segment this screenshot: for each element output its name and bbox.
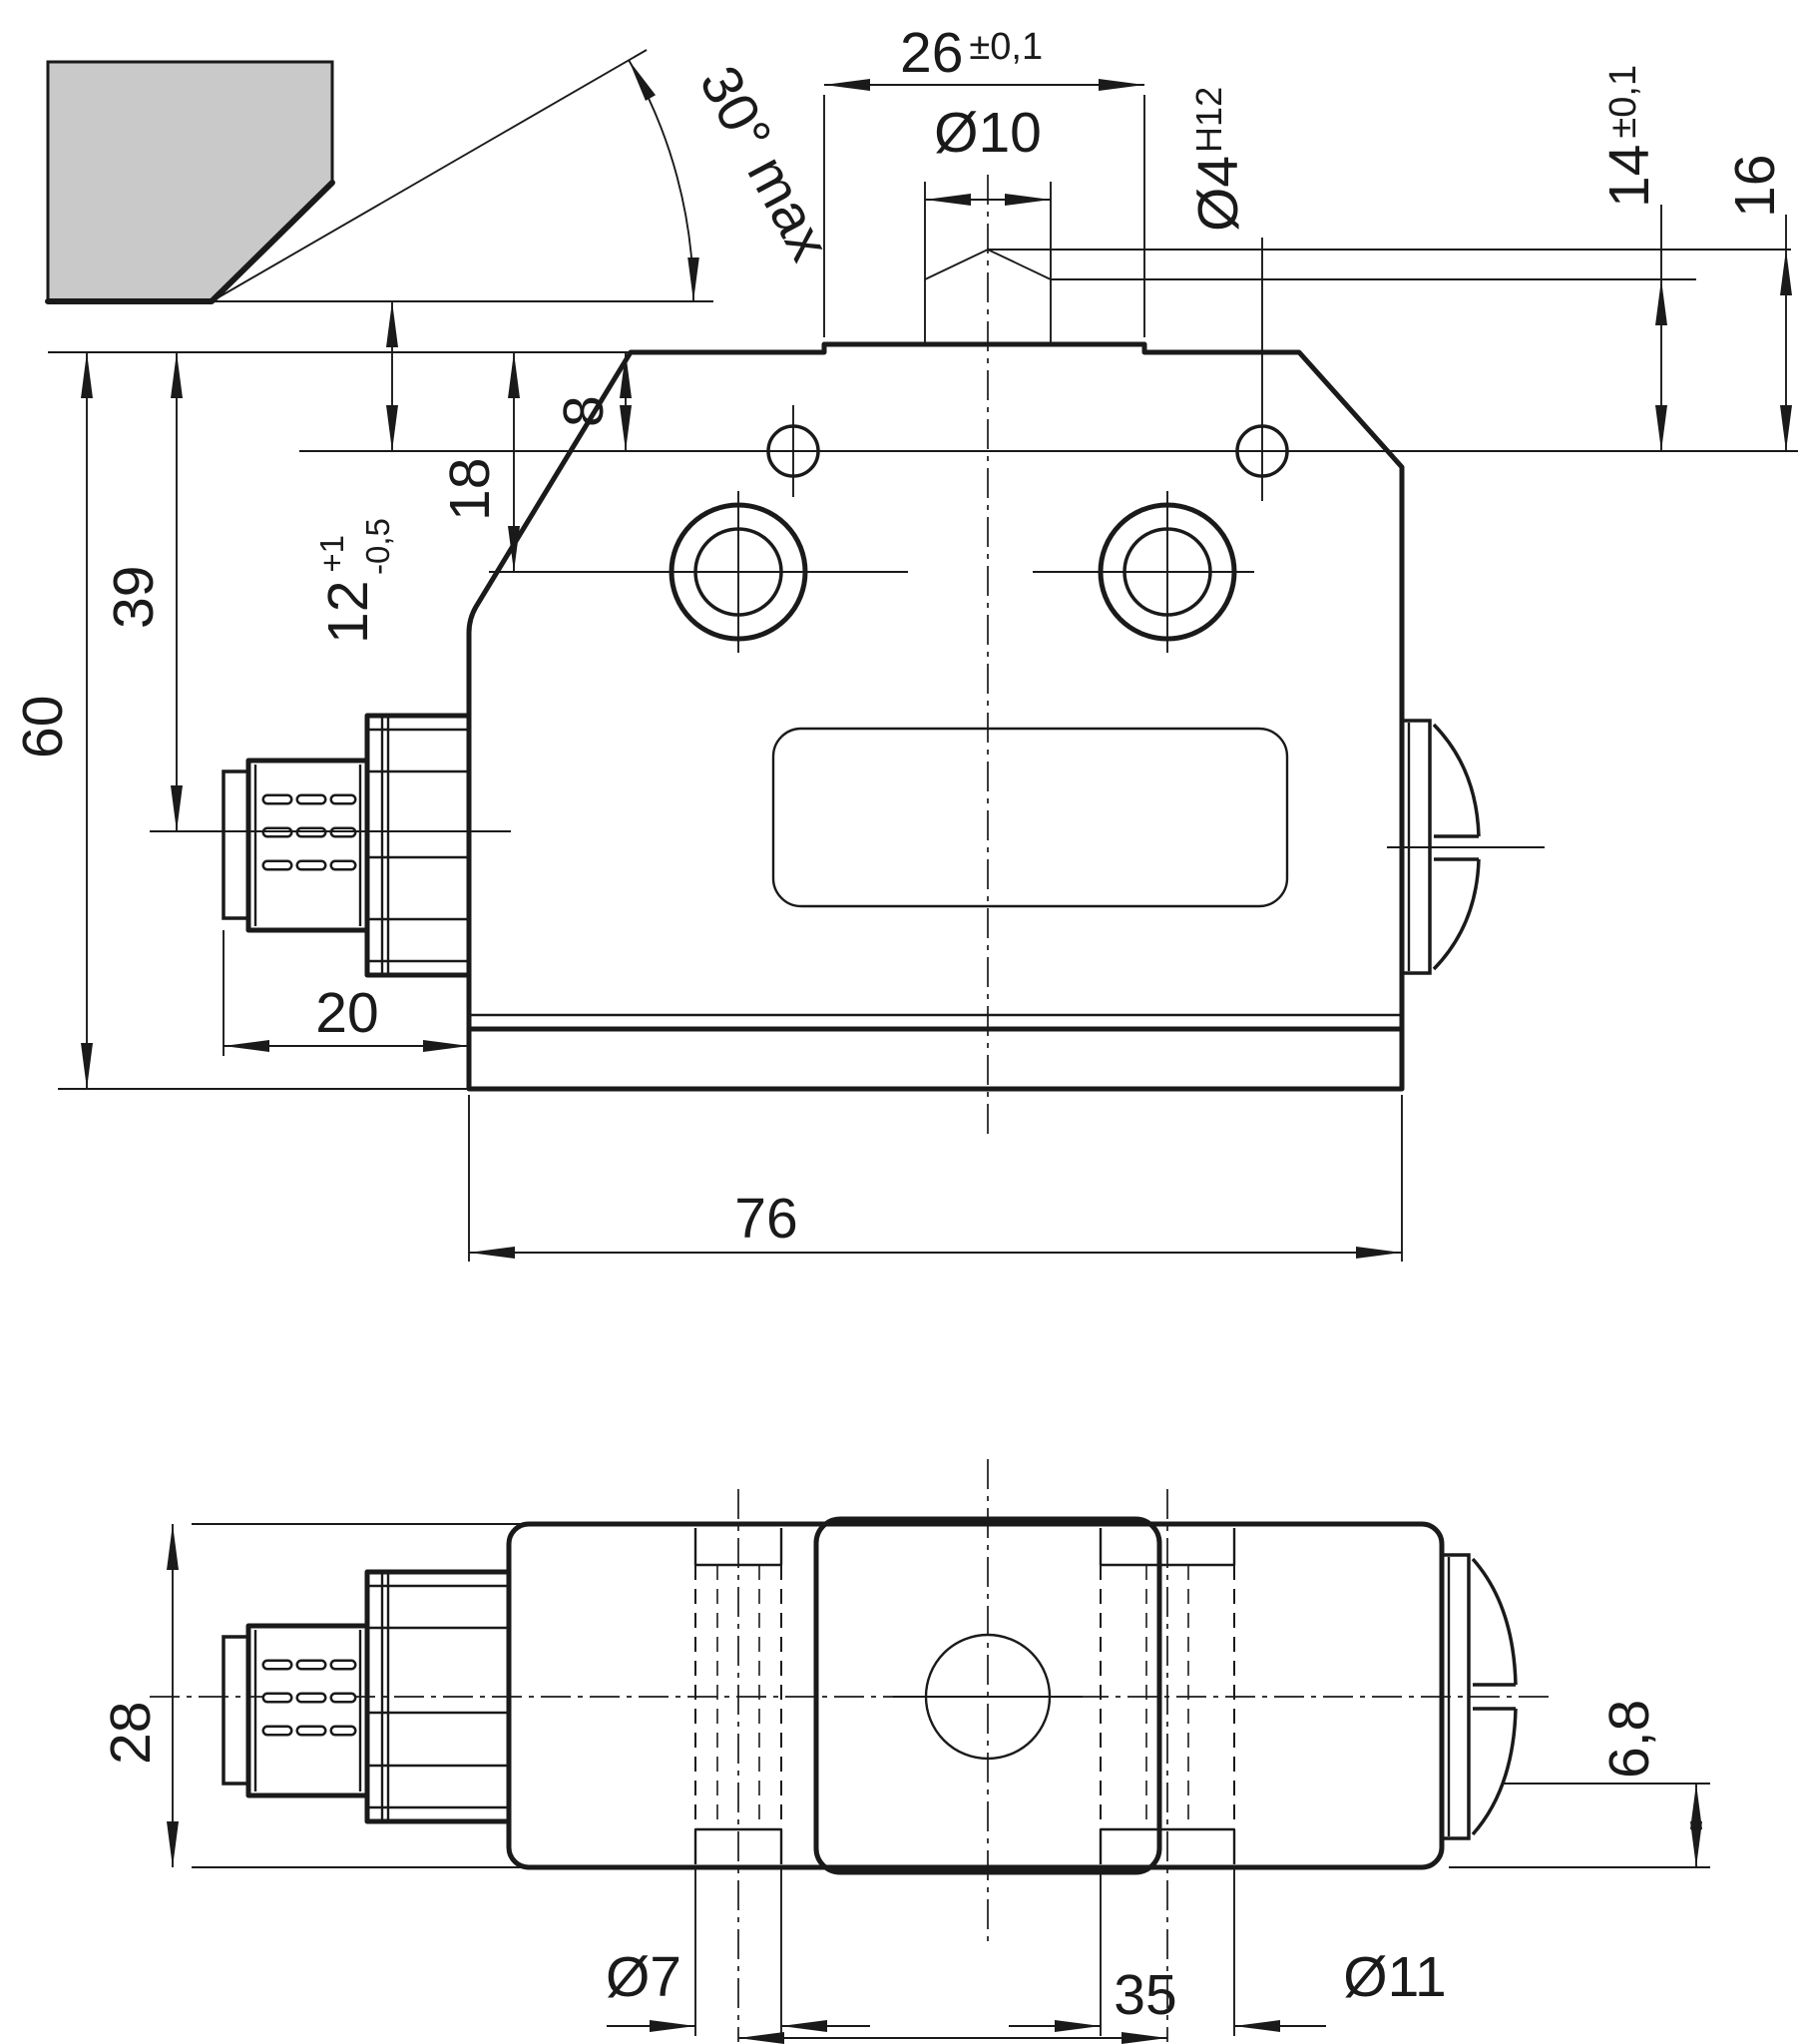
dim-d7: Ø7	[606, 1868, 870, 2036]
m12-connector	[150, 713, 511, 978]
dim-76: 76	[468, 1095, 1403, 1262]
dim-d10: Ø10	[925, 101, 1051, 206]
dim-12: 12+1-0,5	[313, 301, 398, 644]
dim-20: 20	[223, 930, 469, 1056]
dim-8: 8	[552, 352, 632, 451]
dim-d10-label: Ø10	[934, 101, 1042, 165]
side-screw-bottom	[1440, 1553, 1518, 1840]
dim-d11-label: Ø11	[1343, 1945, 1447, 2009]
dim-d4-label: Ø4H12	[1186, 87, 1250, 232]
dim-angle-label: 30° max	[687, 56, 842, 270]
bottom-body	[506, 1521, 1445, 1870]
plunger	[924, 175, 1791, 1138]
dim-8-label: 8	[552, 395, 616, 427]
connector-thread-knurl	[261, 793, 357, 871]
actuating-cam	[45, 60, 335, 304]
dim-26: 26±0,1	[823, 21, 1145, 337]
dim-18-label: 18	[438, 458, 502, 521]
dim-20-label: 20	[315, 981, 378, 1045]
mounting-holes	[489, 238, 1289, 653]
label-plate	[771, 727, 1289, 908]
side-screw	[1387, 719, 1545, 975]
dim-39-label: 39	[102, 566, 166, 629]
front-view: 30° max	[11, 21, 1798, 1262]
dim-16-label: 16	[1723, 155, 1787, 218]
dim-26-label: 26±0,1	[900, 21, 1043, 85]
dim-16: 16	[1723, 155, 1792, 451]
dim-14: 14±0,1	[1597, 65, 1667, 451]
hidden-hole-d11	[1099, 1489, 1236, 2042]
dim-28: 28	[99, 1523, 527, 1868]
dim-39: 39	[102, 352, 183, 831]
dim-28-label: 28	[99, 1702, 163, 1765]
dim-14-label: 14±0,1	[1597, 65, 1661, 208]
m12-connector-bottom	[222, 1569, 512, 1824]
dim-d7-label: Ø7	[606, 1945, 681, 2009]
dim-d11: Ø11	[1009, 1868, 1447, 2036]
dim-60: 60	[11, 352, 94, 1089]
dim-d4: Ø4H12	[1186, 87, 1250, 232]
dim-68: 6,8	[1449, 1700, 1710, 1868]
switch-body	[466, 341, 1405, 1092]
dim-12-label: 12+1-0,5	[313, 518, 396, 644]
bottom-view: 28 6,8 Ø7 Ø11 35	[99, 1459, 1710, 2044]
arc-arrow-bottom	[687, 257, 699, 301]
dim-60-label: 60	[11, 696, 75, 759]
dim-35: 35	[738, 1963, 1177, 2044]
arc-arrow-top	[629, 60, 657, 102]
hidden-hole-d7	[693, 1489, 783, 2042]
dim-68-label: 6,8	[1597, 1700, 1661, 1779]
dim-76-label: 76	[734, 1187, 797, 1251]
dim-18: 18	[438, 352, 520, 572]
connector-nut	[364, 713, 472, 978]
dim-35-label: 35	[1114, 1963, 1176, 2027]
